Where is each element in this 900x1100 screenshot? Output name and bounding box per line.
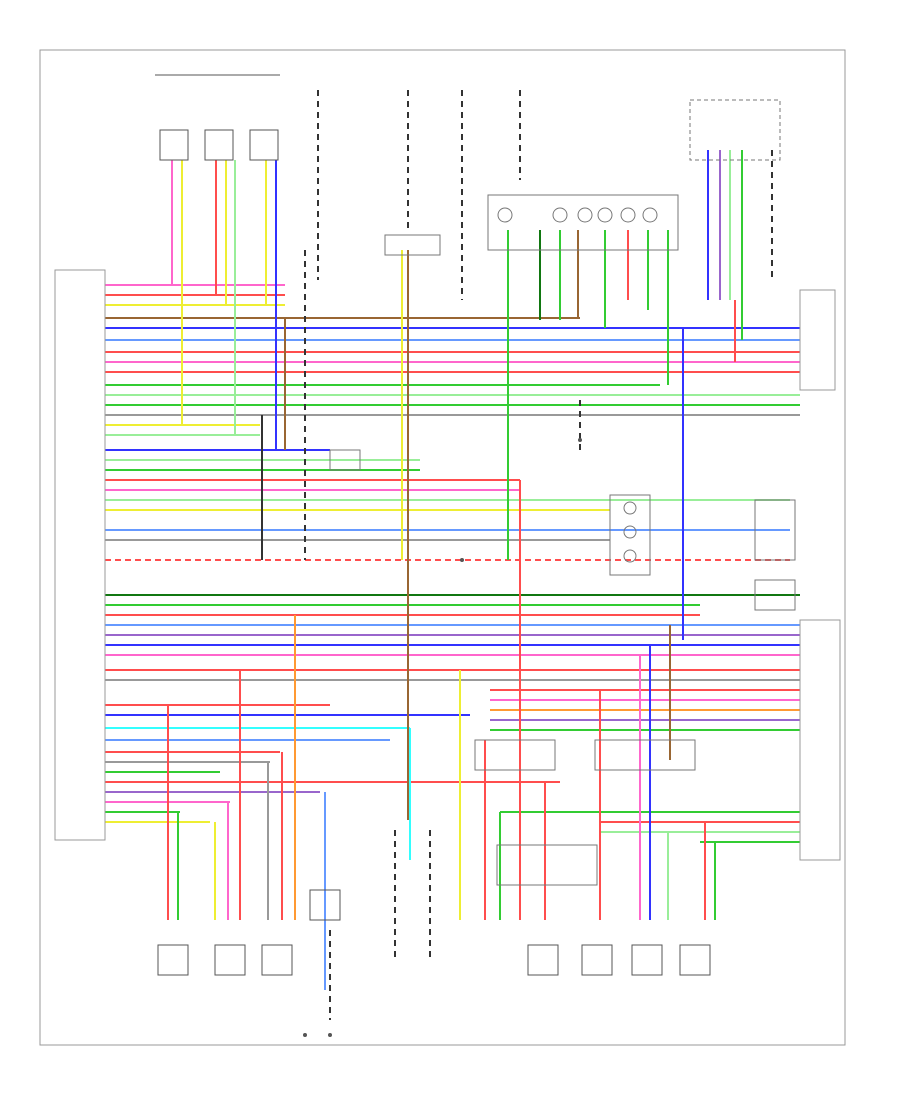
bottom-sensor-1 [157,944,189,976]
fuse-block [487,194,679,251]
switch-blocks [474,494,796,886]
bottom-sensor-8 [679,944,711,976]
bottom-sensor-4 [309,889,341,921]
top-sensors [155,74,280,161]
diagram-frame [39,49,846,1046]
bottom-sensor-7 [631,944,663,976]
bottom-sensors [157,889,711,976]
right-connector [799,289,841,861]
connector-pins [303,438,582,1037]
horizontal-wires [105,284,800,843]
bottom-sensor-3 [261,944,293,976]
bottom-sensor-2 [214,944,246,976]
ecm-left-connector [54,269,106,841]
bottom-sensor-5 [527,944,559,976]
top-sensor-3 [249,129,279,161]
vertical-wires [167,90,773,1020]
top-sensor-2 [204,129,234,161]
relay-top-right [329,99,781,471]
top-sensor-1 [159,129,189,161]
bottom-sensor-6 [581,944,613,976]
